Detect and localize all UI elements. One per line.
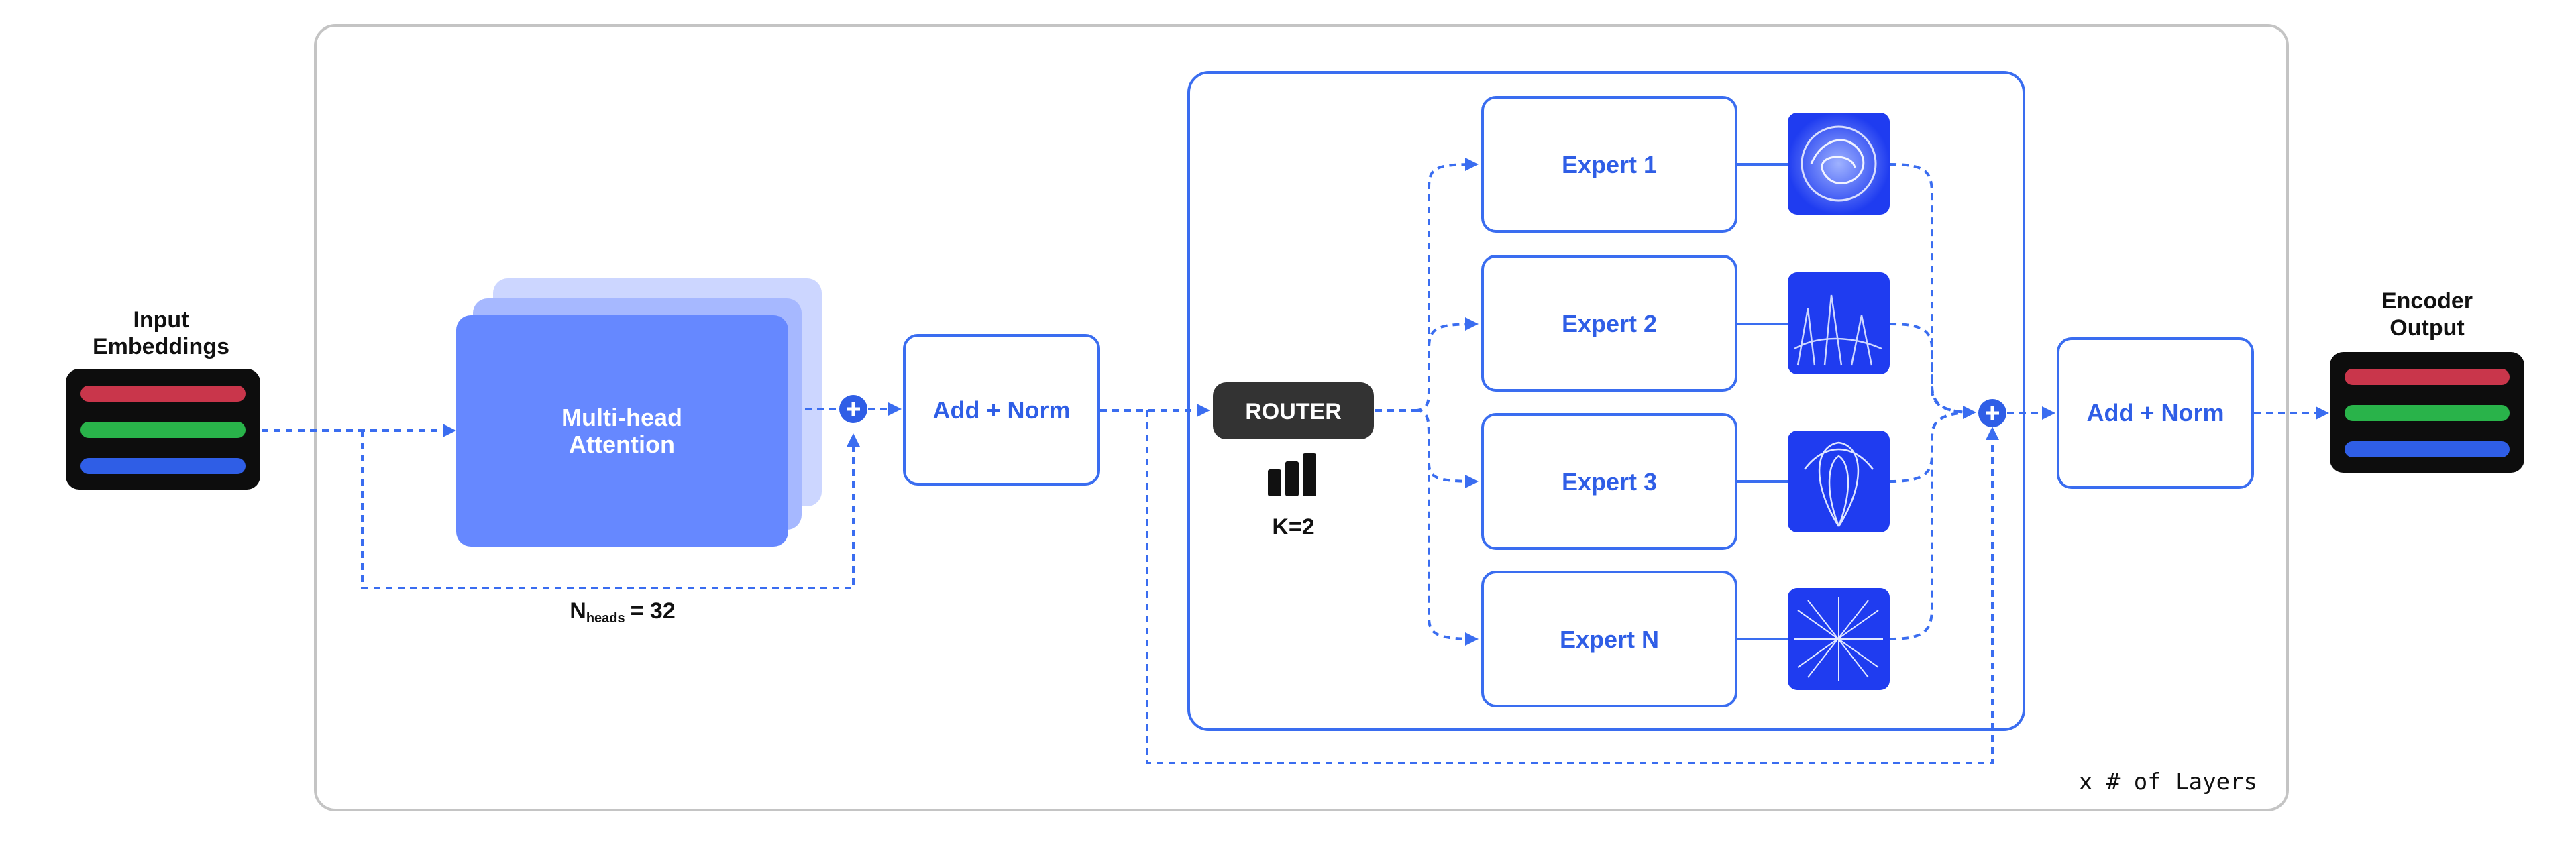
residual-path-moe (1146, 410, 1999, 764)
multi-head-attention: Multi-head Attention (456, 278, 822, 547)
add-icon-1-plus (847, 402, 860, 416)
attention-label-line2: Attention (569, 431, 675, 458)
add-norm-box-2 (2057, 337, 2254, 489)
heads-subscript: heads (586, 611, 625, 626)
router-block[interactable] (1213, 382, 1374, 439)
output-embedding-red (2345, 369, 2510, 385)
input-label-line1: Input (133, 307, 189, 333)
attention-label-line1: Multi-head (561, 404, 682, 431)
expert-image-3 (1788, 431, 1890, 532)
layers-label: x # of Layers (2079, 769, 2257, 795)
experts-to-add-arrows (1889, 163, 1976, 640)
heads-label: Nheads = 32 (570, 598, 676, 626)
expert-3: Expert 3 (1481, 413, 1890, 550)
input-embedding-red (80, 386, 246, 402)
add-norm-label-1: Add + Norm (932, 396, 1070, 424)
output-label-line2: Output (2390, 315, 2464, 341)
encoder-output: Encoder Output (2330, 288, 2524, 473)
heads-value: = 32 (631, 598, 676, 624)
moe-container (1187, 71, 2025, 731)
expert-label-n: Expert N (1560, 626, 1659, 653)
input-embedding-blue (80, 458, 246, 474)
heads-symbol: N (570, 598, 586, 624)
expert-2: Expert 2 (1481, 255, 1890, 392)
router-to-experts-arrows (1375, 158, 1479, 646)
expert-n: Expert N (1481, 571, 1890, 707)
output-label-line1: Encoder (2381, 288, 2473, 314)
output-embedding-green (2345, 405, 2510, 421)
input-embedding-green (80, 422, 246, 438)
expert-1: Expert 1 (1481, 96, 1890, 233)
input-embeddings: Input Embeddings (66, 307, 260, 490)
input-label-line2: Embeddings (93, 334, 229, 359)
output-embedding-blue (2345, 441, 2510, 457)
expert-label-2: Expert 2 (1562, 310, 1657, 337)
layer-container (314, 24, 2289, 811)
bar-chart-icon (1268, 453, 1316, 496)
router-k-label: K=2 (1272, 514, 1314, 540)
expert-image-2 (1788, 272, 1890, 374)
add-norm-box-1 (903, 334, 1100, 486)
add-norm-label-2: Add + Norm (2086, 399, 2224, 427)
router-label: ROUTER (1245, 399, 1342, 424)
expert-image-1 (1788, 113, 1890, 215)
expert-label-1: Expert 1 (1562, 151, 1657, 178)
attention-layer-front (456, 315, 788, 547)
expert-label-3: Expert 3 (1562, 468, 1657, 496)
add-icon-2-plus (1986, 406, 1999, 420)
residual-path-attention (361, 431, 860, 589)
